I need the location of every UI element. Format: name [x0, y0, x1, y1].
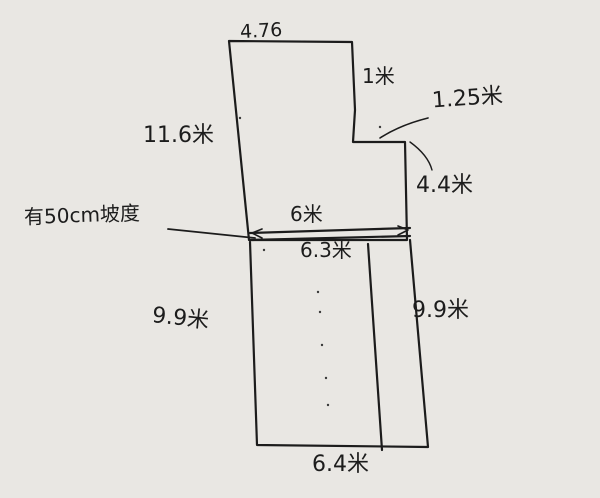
slope-line-lower [248, 234, 412, 242]
top-width-label: 4.76 [239, 18, 283, 44]
step-height-label: 1米 [362, 64, 395, 88]
middle-width-bottom-label: 6.3米 [300, 238, 352, 262]
pencil-dots [238, 116, 382, 407]
step-leader-line [379, 117, 429, 139]
slope-line-upper [248, 226, 412, 235]
upper-left-height-label: 11.6米 [143, 123, 214, 148]
step-width-label: 1.25米 [431, 83, 504, 114]
upper-right-height-label: 4.4米 [416, 173, 473, 198]
slope-leader-line [167, 228, 256, 239]
inner-divider-line [366, 242, 384, 452]
step-leader-curve [409, 141, 433, 171]
lower-right-height-label: 9.9米 [412, 298, 469, 323]
bottom-width-label: 6.4米 [312, 452, 369, 477]
lower-room-outline [248, 238, 430, 449]
slope-note-label: 有50cm坡度 [23, 200, 141, 230]
lower-left-height-label: 9.9米 [150, 303, 211, 334]
middle-width-top-label: 6米 [290, 202, 323, 226]
slope-arrow-right [397, 225, 409, 236]
slope-arrow-left [251, 228, 263, 239]
